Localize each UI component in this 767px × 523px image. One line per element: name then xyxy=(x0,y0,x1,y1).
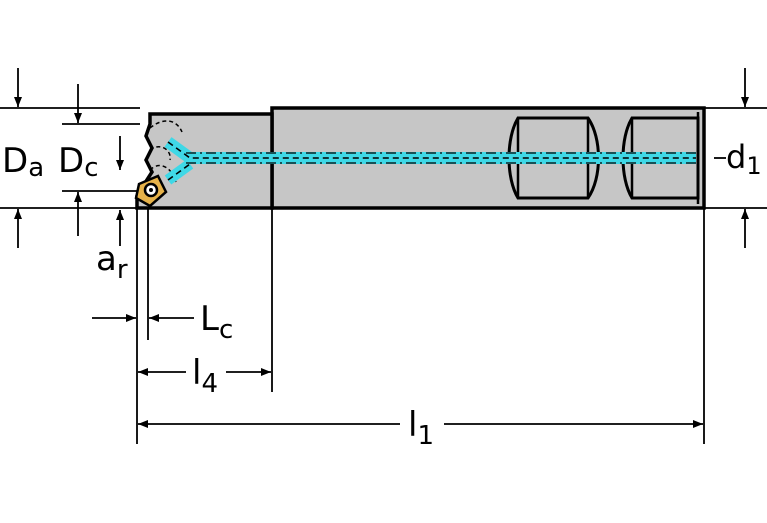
label-Da: Da xyxy=(2,141,44,183)
flute-hidden-line xyxy=(149,120,183,183)
extension-lines xyxy=(0,107,767,444)
label-l4: l4 xyxy=(192,353,218,399)
label-l1: l1 xyxy=(408,405,434,451)
label-d1: d1 xyxy=(726,138,762,180)
dimension-arrows xyxy=(14,68,749,428)
label-Dc: Dc xyxy=(58,141,98,183)
insert xyxy=(134,174,168,208)
label-ar: ar xyxy=(96,239,128,285)
label-Lc: Lc xyxy=(200,299,233,345)
coolant-channel xyxy=(164,137,696,185)
